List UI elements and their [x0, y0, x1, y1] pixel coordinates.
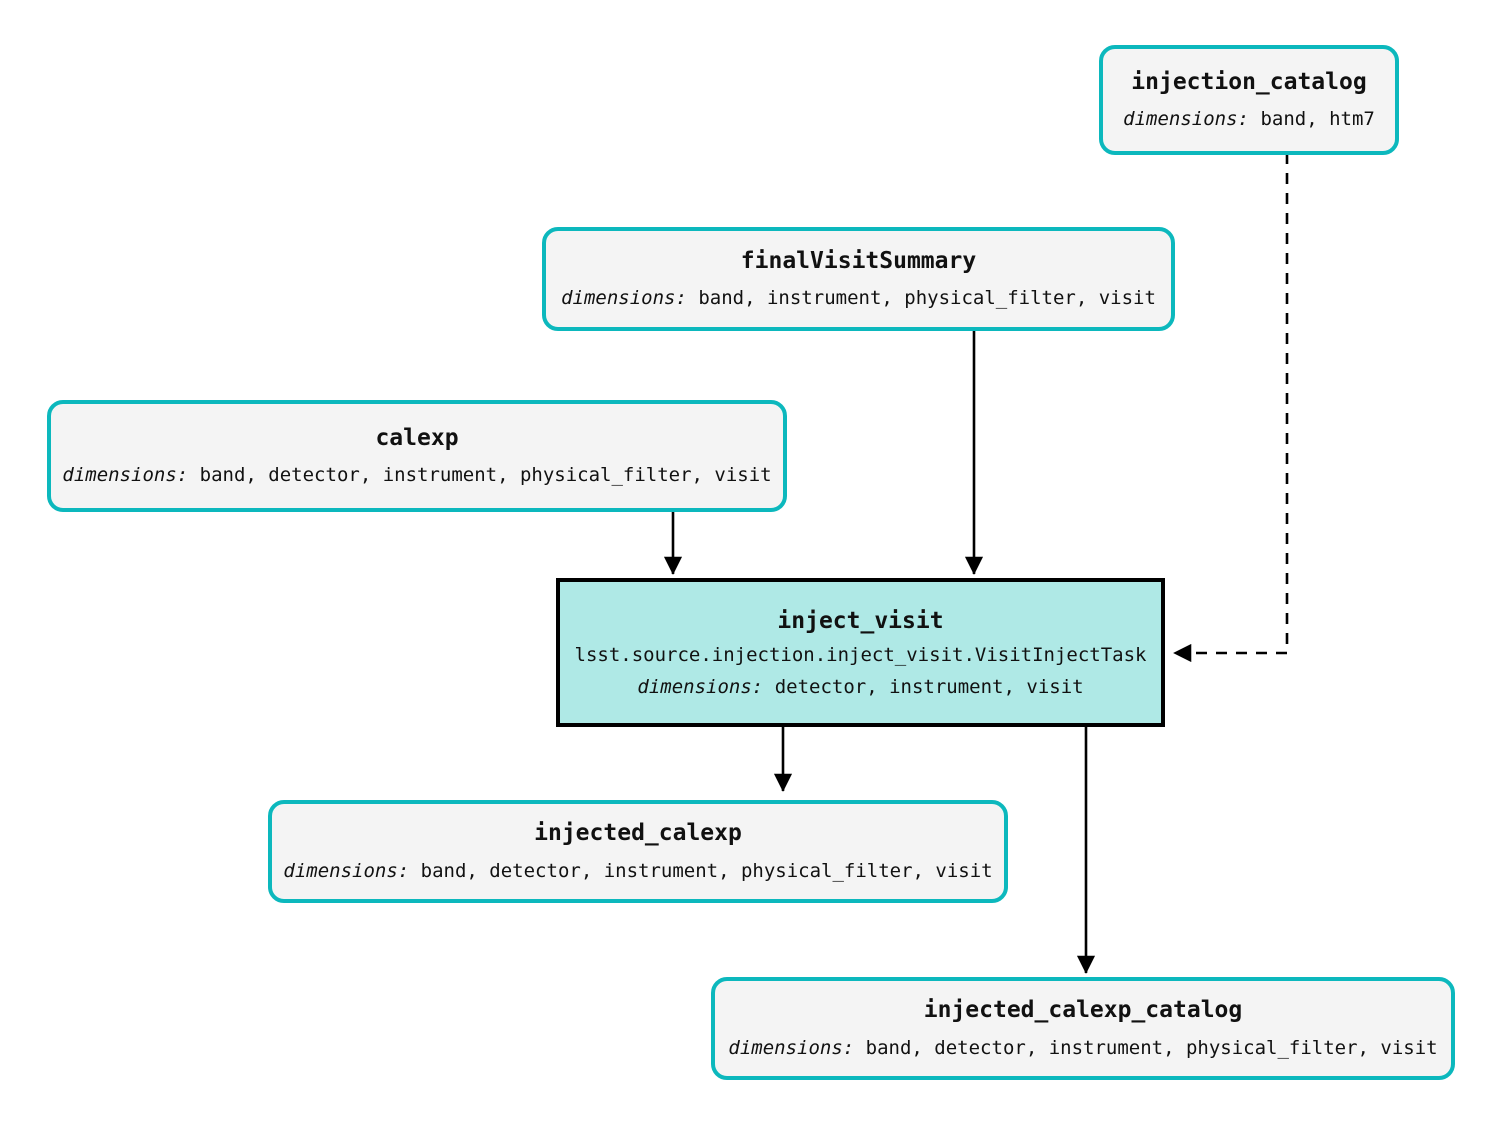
node-injected-calexp[interactable]: injected_calexp dimensions: band, detect… [268, 800, 1008, 903]
node-inject-visit-task[interactable]: inject_visit lsst.source.injection.injec… [556, 578, 1165, 727]
node-injection-catalog[interactable]: injection_catalog dimensions: band, htm7 [1099, 45, 1399, 155]
node-dimensions: dimensions: band, detector, instrument, … [62, 465, 771, 486]
dimensions-value: band, detector, instrument, physical_fil… [865, 1036, 1438, 1059]
node-dimensions: dimensions: band, detector, instrument, … [283, 859, 993, 882]
node-dimensions: dimensions: band, instrument, physical_f… [561, 288, 1156, 309]
node-title: calexp [375, 424, 459, 451]
node-dimensions: dimensions: band, detector, instrument, … [728, 1036, 1438, 1059]
node-final-visit-summary[interactable]: finalVisitSummary dimensions: band, inst… [542, 227, 1175, 331]
node-dimensions: dimensions: band, htm7 [1123, 109, 1375, 130]
task-title: inject_visit [777, 607, 944, 634]
task-class-path: lsst.source.injection.inject_visit.Visit… [574, 643, 1147, 666]
edge-injection-catalog-to-inject-visit [1173, 153, 1289, 663]
dimensions-value: band, htm7 [1260, 108, 1375, 131]
node-title: finalVisitSummary [740, 247, 977, 274]
node-injected-calexp-catalog[interactable]: injected_calexp_catalog dimensions: band… [711, 977, 1455, 1080]
dimensions-label: dimensions: [637, 675, 764, 698]
dimensions-label: dimensions: [561, 287, 687, 310]
dimensions-value: band, instrument, physical_filter, visit [698, 287, 1156, 310]
dimensions-label: dimensions: [1123, 108, 1249, 131]
dimensions-value: detector, instrument, visit [774, 675, 1084, 698]
task-dimensions: dimensions: detector, instrument, visit [637, 676, 1083, 698]
node-calexp[interactable]: calexp dimensions: band, detector, instr… [47, 400, 787, 512]
dimensions-label: dimensions: [62, 464, 189, 487]
node-title: injected_calexp [534, 820, 742, 847]
dimensions-value: band, detector, instrument, physical_fil… [199, 464, 772, 487]
node-title: injected_calexp_catalog [923, 997, 1243, 1024]
dimensions-label: dimensions: [728, 1036, 855, 1059]
node-title: injection_catalog [1131, 68, 1367, 95]
dimensions-value: band, detector, instrument, physical_fil… [420, 859, 993, 882]
dimensions-label: dimensions: [283, 859, 410, 882]
